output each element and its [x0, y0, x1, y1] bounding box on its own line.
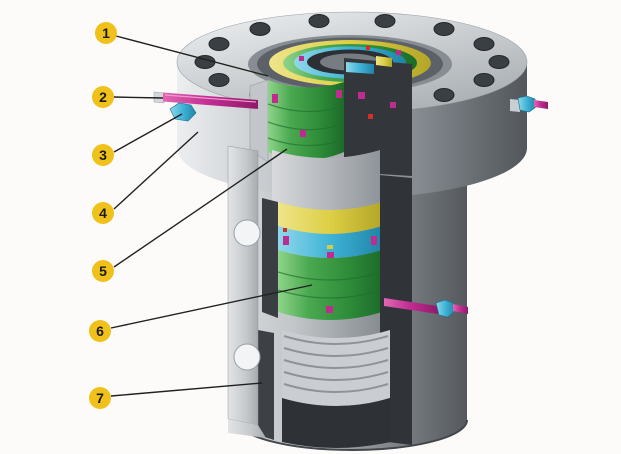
callout-2: 2	[92, 86, 114, 108]
callout-6-label: 6	[96, 323, 104, 339]
callout-1-label: 1	[102, 25, 110, 41]
lug-hole	[233, 343, 261, 371]
left-lug-plate	[227, 145, 266, 438]
callout-1: 1	[95, 22, 117, 44]
upper-hanger-cutaway	[249, 56, 412, 176]
thread-section	[258, 330, 390, 448]
leader-lines	[110, 35, 313, 397]
callout-7: 7	[89, 387, 111, 409]
callout-4: 4	[92, 202, 114, 224]
callout-3-label: 3	[99, 147, 107, 163]
lug-hole	[233, 219, 261, 247]
injection-bolt-right	[384, 298, 468, 318]
seal-dot	[299, 56, 304, 61]
callout-3: 3	[92, 144, 114, 166]
injection-bolt-left	[153, 91, 258, 122]
top-right-fitting	[510, 95, 548, 113]
seal-dot	[366, 46, 370, 50]
callout-5-label: 5	[99, 263, 107, 279]
callout-7-label: 7	[96, 390, 104, 406]
seal-dot	[396, 50, 401, 55]
callout-4-label: 4	[99, 205, 107, 221]
callout-2-label: 2	[99, 89, 107, 105]
mandrel-neck	[272, 150, 380, 212]
section-face-upper	[344, 58, 412, 176]
callout-5: 5	[92, 260, 114, 282]
callout-6: 6	[89, 320, 111, 342]
